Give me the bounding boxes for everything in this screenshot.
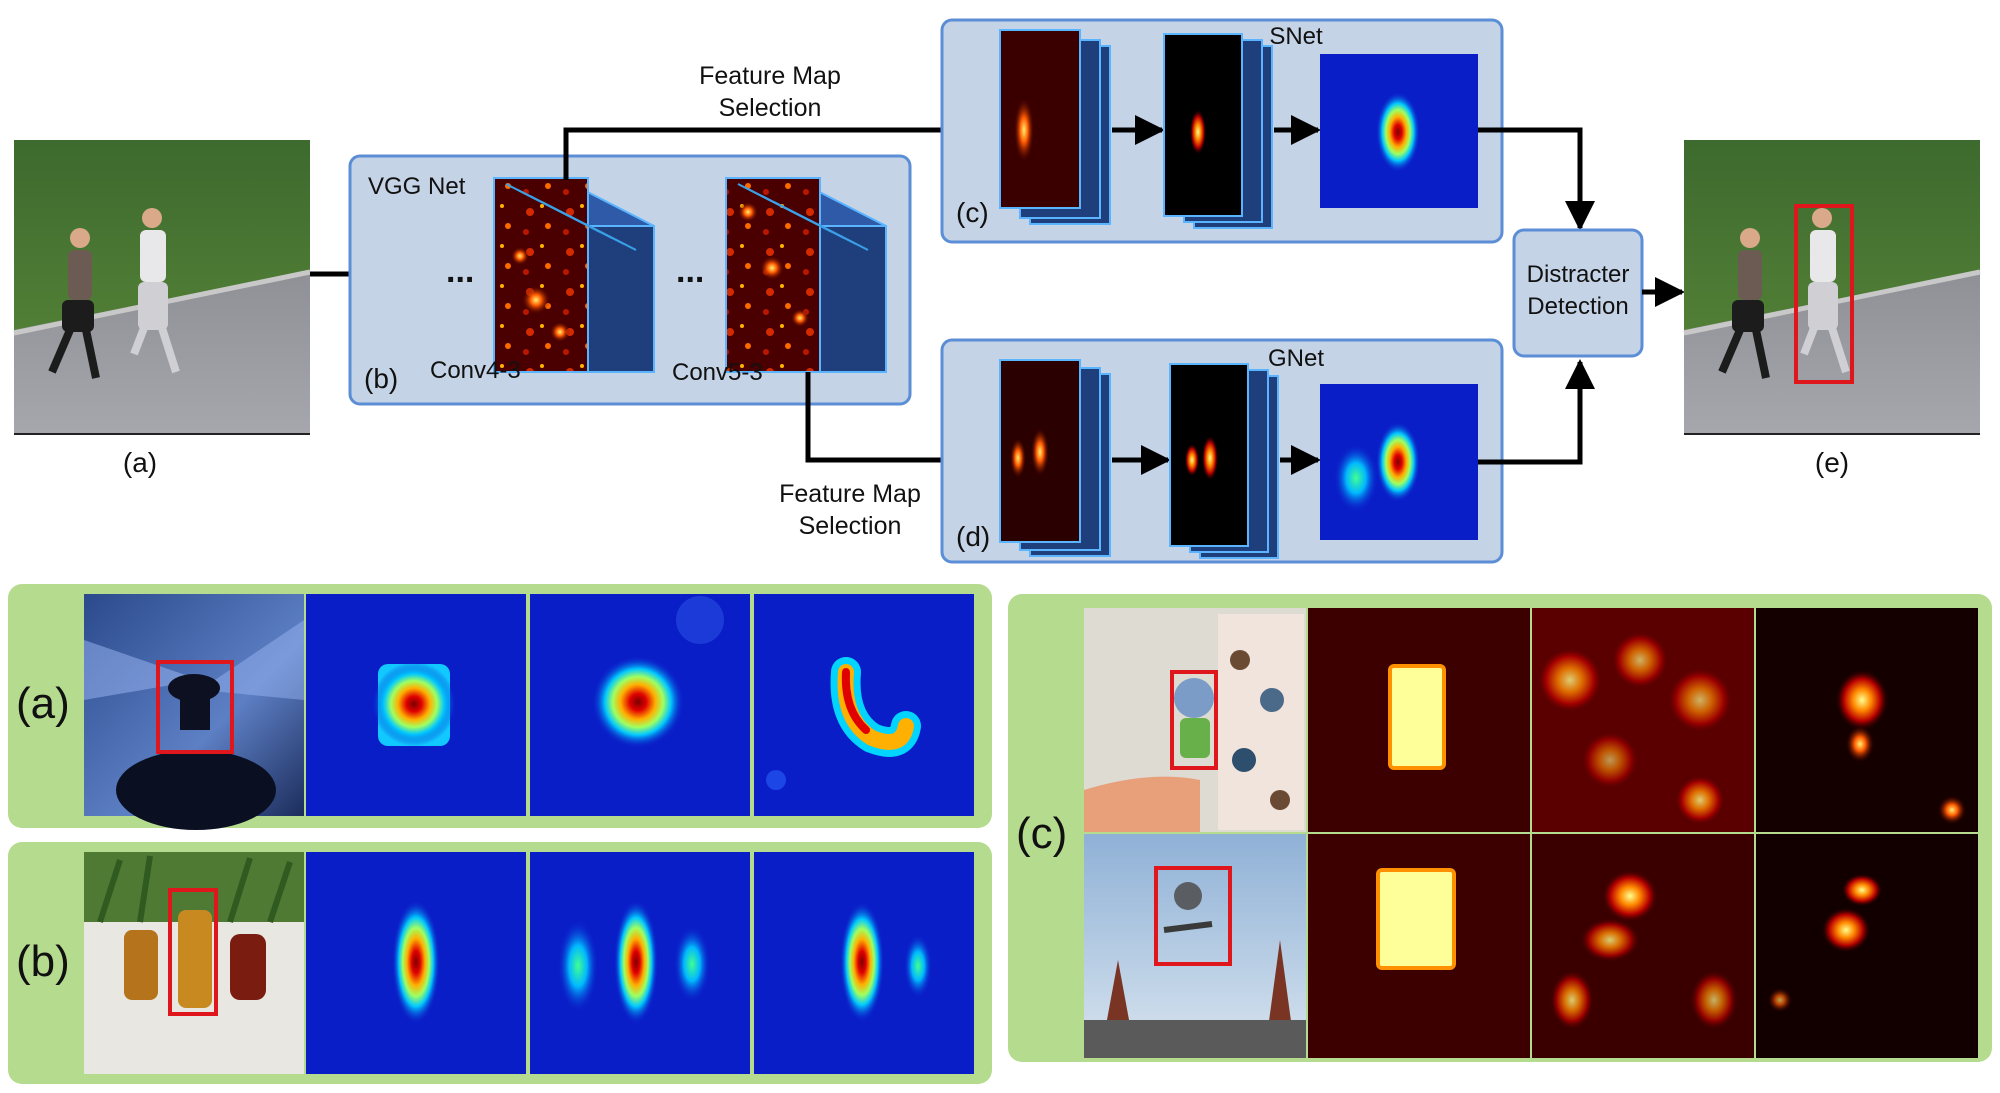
example-b-heatmap-2 bbox=[530, 852, 750, 1074]
ellipsis-before-conv4: ... bbox=[446, 252, 474, 290]
example-a-label: (a) bbox=[16, 679, 70, 728]
snet-title: SNet bbox=[1269, 23, 1323, 50]
snet-stack-1 bbox=[999, 29, 1111, 225]
distracter-detection-box: Distracter Detection bbox=[1512, 228, 1644, 358]
example-a-photo bbox=[84, 594, 304, 830]
vgg-panel: VGG Net (b) ... ... Conv4-3 bbox=[348, 154, 912, 406]
gnet-title: GNet bbox=[1268, 345, 1324, 372]
selection-top-line1: Feature Map bbox=[699, 62, 841, 90]
gnet-panel: GNet (d) bbox=[940, 338, 1504, 564]
example-c-map-1c bbox=[1756, 608, 1978, 832]
snet-label: (c) bbox=[956, 197, 989, 228]
arrow-conv4-to-snet bbox=[563, 115, 997, 180]
example-a-heatmap-1 bbox=[306, 594, 526, 816]
gnet-stack-1 bbox=[999, 359, 1111, 557]
example-b-heatmap-1 bbox=[306, 852, 526, 1074]
tracking-box bbox=[1794, 204, 1854, 384]
snet-panel: SNet (c) bbox=[940, 18, 1504, 244]
example-b-target-box bbox=[168, 888, 218, 1016]
conv4-label: Conv4-3 bbox=[430, 357, 521, 384]
input-frame bbox=[13, 140, 311, 435]
ellipsis-before-conv5: ... bbox=[676, 252, 704, 290]
runner-left-figure bbox=[48, 228, 100, 379]
example-a-target-box bbox=[156, 660, 234, 754]
example-b-photo bbox=[84, 852, 304, 1074]
selection-bottom-line1: Feature Map bbox=[779, 480, 921, 508]
example-a-heatmap-2 bbox=[530, 594, 750, 816]
selection-top-line2: Selection bbox=[719, 94, 822, 122]
conv4-feature-stack bbox=[493, 177, 655, 373]
example-a-heatmap-3 bbox=[754, 594, 974, 816]
example-panel-c: (c) bbox=[1008, 594, 1992, 1062]
runner-right-figure bbox=[130, 208, 180, 374]
example-c-photo-1 bbox=[1084, 608, 1306, 832]
vgg-label: (b) bbox=[364, 363, 398, 394]
snet-stack-2 bbox=[1163, 33, 1273, 229]
selection-bottom-line2: Selection bbox=[799, 512, 902, 540]
distracter-line1: Distracter bbox=[1527, 261, 1630, 288]
gnet-stack-2 bbox=[1169, 363, 1279, 559]
example-c-label: (c) bbox=[1016, 809, 1067, 858]
example-c-map-1b bbox=[1532, 608, 1754, 832]
conv5-feature-stack bbox=[725, 177, 887, 373]
example-b-label: (b) bbox=[16, 937, 70, 986]
arrow-gnet-to-detection bbox=[1478, 359, 1595, 465]
output-label: (e) bbox=[1815, 447, 1849, 478]
example-c-map-2c bbox=[1756, 834, 1978, 1058]
example-c-target-box-2 bbox=[1154, 866, 1232, 966]
example-b-heatmap-3 bbox=[754, 852, 974, 1074]
example-panel-a: (a) bbox=[8, 584, 992, 830]
arrow-conv5-to-gnet bbox=[805, 372, 997, 475]
example-c-map-2b bbox=[1532, 834, 1754, 1058]
gnet-label: (d) bbox=[956, 521, 990, 552]
vgg-title: VGG Net bbox=[368, 173, 466, 200]
conv5-label: Conv5-3 bbox=[672, 359, 763, 386]
snet-output-map bbox=[1320, 54, 1478, 208]
output-frame bbox=[1683, 140, 1981, 435]
distracter-line2: Detection bbox=[1527, 293, 1628, 320]
input-label: (a) bbox=[123, 447, 157, 478]
example-c-photo-2 bbox=[1084, 834, 1306, 1058]
gnet-output-map bbox=[1320, 384, 1478, 540]
example-c-map-2a bbox=[1308, 834, 1530, 1058]
example-c-map-1a bbox=[1308, 608, 1530, 832]
example-c-target-box-1 bbox=[1170, 670, 1218, 770]
arrow-snet-to-detection bbox=[1478, 127, 1595, 231]
example-panel-b: (b) bbox=[8, 842, 992, 1084]
